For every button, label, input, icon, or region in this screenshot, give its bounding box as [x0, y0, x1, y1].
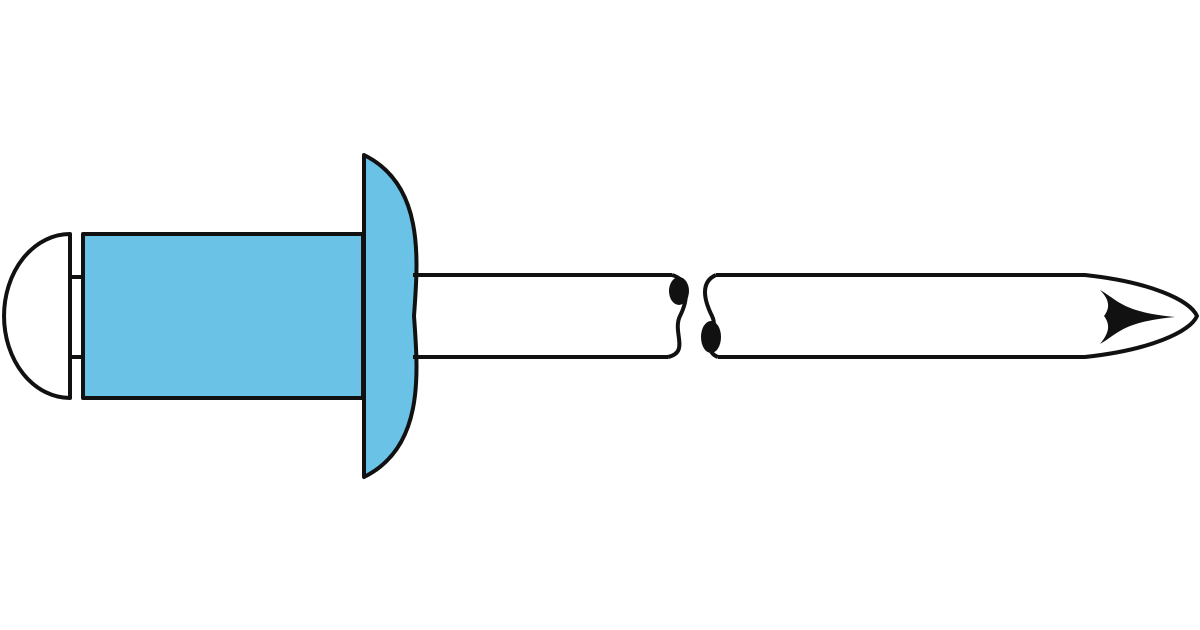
break-marks — [669, 277, 721, 353]
mandrel-tip-mark — [1100, 290, 1175, 344]
rivet-body — [81, 232, 365, 400]
mandrel-shank-left — [413, 273, 672, 359]
break-blob — [669, 277, 689, 305]
break-blob — [701, 321, 721, 353]
rivet-flange — [362, 153, 419, 479]
mandrel-head — [2, 232, 72, 400]
mandrel-shank-right — [716, 273, 1199, 359]
